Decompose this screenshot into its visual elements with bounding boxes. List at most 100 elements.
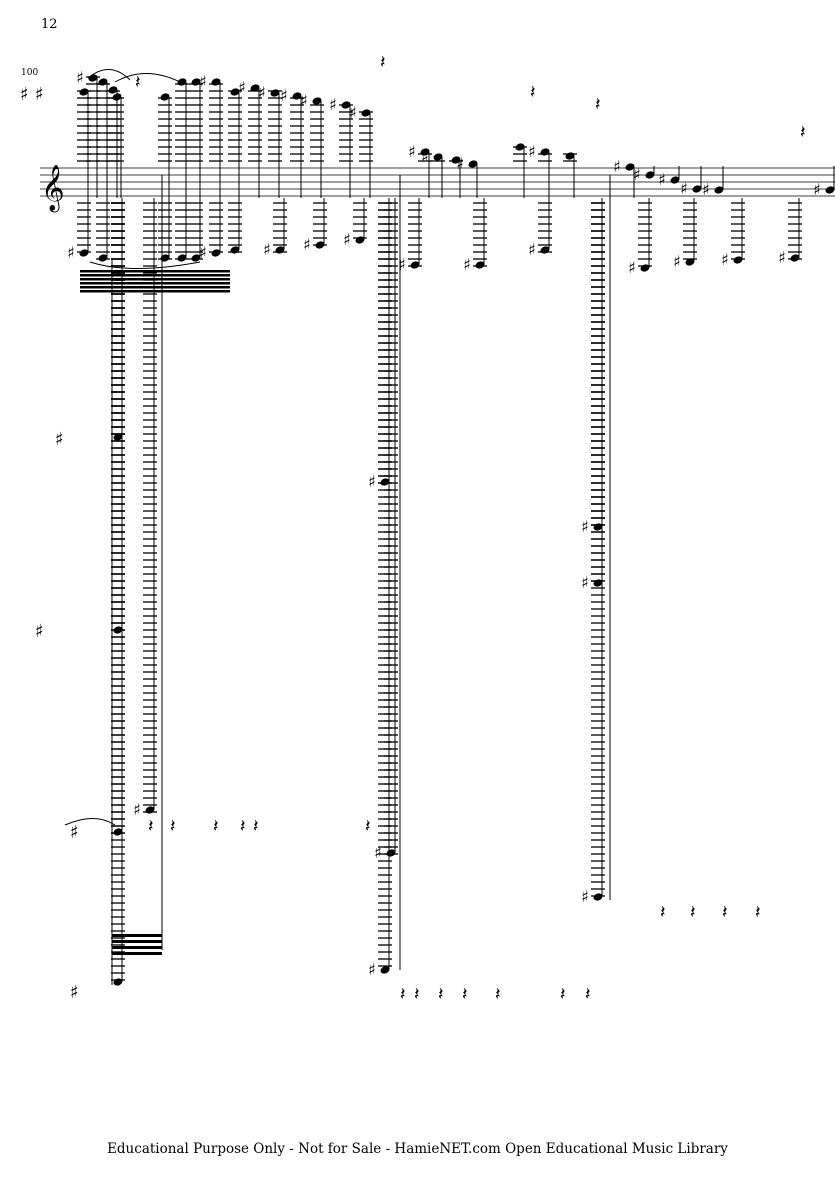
quarter-rest-icon: 𝄽 xyxy=(148,816,154,837)
note-head xyxy=(312,97,322,105)
quarter-rest-icon: 𝄽 xyxy=(170,816,176,837)
quarter-rest-icon: 𝄽 xyxy=(595,94,601,115)
note-head xyxy=(733,256,743,264)
note-head xyxy=(670,176,680,184)
sharp-icon: ♯ xyxy=(581,887,589,906)
quarter-rest-icon: 𝄽 xyxy=(530,82,536,103)
quarter-rest-icon: 𝄽 xyxy=(240,816,246,837)
sharp-icon: ♯ xyxy=(263,240,271,259)
sharp-icon: ♯ xyxy=(20,84,29,105)
note-head xyxy=(380,478,390,486)
sharp-icon: ♯ xyxy=(658,170,666,189)
note-head xyxy=(113,828,123,836)
note-head xyxy=(625,163,635,171)
note-head xyxy=(714,186,724,194)
note-head xyxy=(211,249,221,257)
beam xyxy=(80,274,230,277)
slur xyxy=(89,261,201,269)
beam xyxy=(112,940,162,943)
note-head xyxy=(250,84,260,92)
beam xyxy=(112,946,162,949)
sharp-icon: ♯ xyxy=(721,250,729,269)
beam xyxy=(80,290,230,293)
sharp-icon: ♯ xyxy=(813,180,821,199)
note-head xyxy=(468,160,478,168)
note-head xyxy=(112,93,122,101)
sharp-icon: ♯ xyxy=(581,517,589,536)
quarter-rest-icon: 𝄽 xyxy=(800,122,806,143)
sharp-icon: ♯ xyxy=(528,142,536,161)
quarter-rest-icon: 𝄽 xyxy=(438,984,444,1005)
note-head xyxy=(230,88,240,96)
sharp-icon: ♯ xyxy=(67,243,75,262)
sharp-icon: ♯ xyxy=(613,157,621,176)
quarter-rest-icon: 𝄽 xyxy=(400,984,406,1005)
note-head xyxy=(475,261,485,269)
sharp-icon: ♯ xyxy=(303,235,311,254)
note-head xyxy=(79,249,89,257)
beam xyxy=(80,278,230,281)
page-number: 12 xyxy=(41,17,58,32)
note-head xyxy=(825,186,835,194)
beam xyxy=(112,952,162,955)
sharp-icon: ♯ xyxy=(633,165,641,184)
sharp-icon: ♯ xyxy=(349,103,357,122)
sharp-icon: ♯ xyxy=(374,843,382,862)
sharp-icon: ♯ xyxy=(70,822,79,843)
sharp-icon: ♯ xyxy=(368,960,376,979)
sharp-icon: ♯ xyxy=(55,429,64,450)
quarter-rest-icon: 𝄽 xyxy=(560,984,566,1005)
treble-clef-icon: 𝄞 xyxy=(41,165,65,213)
note-head xyxy=(79,88,89,96)
sharp-icon: ♯ xyxy=(581,573,589,592)
quarter-rest-icon: 𝄽 xyxy=(722,902,728,923)
sharp-icon: ♯ xyxy=(70,982,79,1003)
sharp-icon: ♯ xyxy=(35,84,44,105)
sharp-icon: ♯ xyxy=(702,180,710,199)
note-head xyxy=(191,254,201,262)
sharp-icon: ♯ xyxy=(258,83,266,102)
quarter-rest-icon: 𝄽 xyxy=(380,52,386,73)
sharp-icon: ♯ xyxy=(238,78,246,97)
quarter-rest-icon: 𝄽 xyxy=(462,984,468,1005)
note-head xyxy=(160,93,170,101)
sharp-icon: ♯ xyxy=(133,800,141,819)
note-head xyxy=(108,86,118,94)
note-head xyxy=(98,254,108,262)
quarter-rest-icon: 𝄽 xyxy=(253,816,259,837)
sharp-icon: ♯ xyxy=(368,472,376,491)
sharp-icon: ♯ xyxy=(628,258,636,277)
note-head xyxy=(433,153,443,161)
note-head xyxy=(593,893,603,901)
sharp-icon: ♯ xyxy=(673,252,681,271)
quarter-rest-icon: 𝄽 xyxy=(135,72,141,93)
beam xyxy=(80,286,230,289)
sharp-icon: ♯ xyxy=(329,95,337,114)
sharp-icon: ♯ xyxy=(456,154,464,173)
note-head xyxy=(692,185,702,193)
footer-copyright: Educational Purpose Only - Not for Sale … xyxy=(107,1141,728,1157)
quarter-rest-icon: 𝄽 xyxy=(585,984,591,1005)
quarter-rest-icon: 𝄽 xyxy=(755,902,761,923)
sharp-icon: ♯ xyxy=(35,621,44,642)
note-head xyxy=(380,966,390,974)
note-head xyxy=(685,258,695,266)
sharp-icon: ♯ xyxy=(408,142,416,161)
quarter-rest-icon: 𝄽 xyxy=(495,984,501,1005)
beam xyxy=(112,934,162,937)
sharp-icon: ♯ xyxy=(280,86,288,105)
sharp-icon: ♯ xyxy=(421,147,429,166)
sharp-icon: ♯ xyxy=(528,240,536,259)
sharp-icon: ♯ xyxy=(199,72,207,91)
sharp-icon: ♯ xyxy=(300,91,308,110)
note-head xyxy=(177,254,187,262)
sharp-icon: ♯ xyxy=(398,255,406,274)
note-head xyxy=(410,261,420,269)
quarter-rest-icon: 𝄽 xyxy=(690,902,696,923)
sharp-icon: ♯ xyxy=(76,68,84,87)
quarter-rest-icon: 𝄽 xyxy=(365,816,371,837)
measure-number: 100 xyxy=(21,68,39,78)
note-head xyxy=(160,254,170,262)
beam xyxy=(80,270,230,273)
